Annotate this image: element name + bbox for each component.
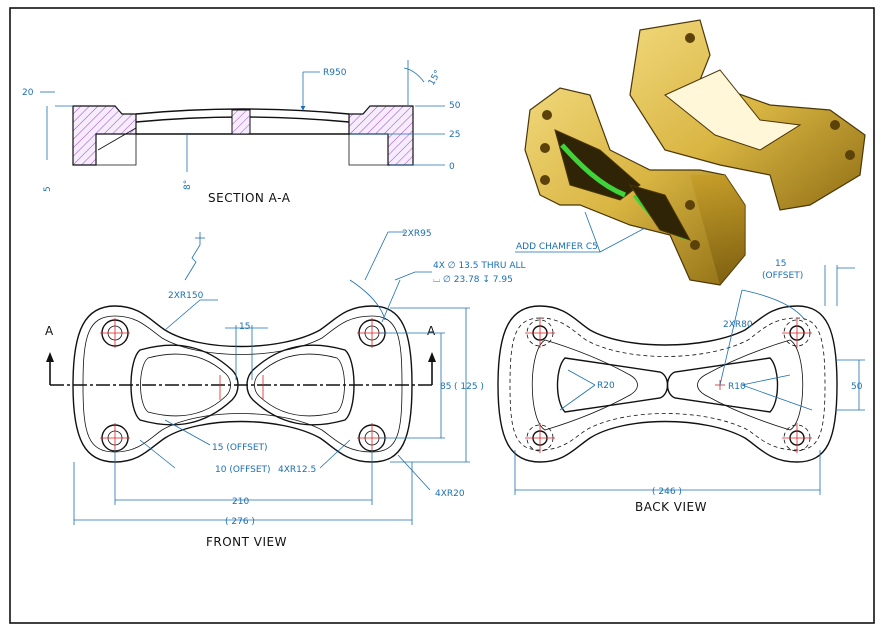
front-hole-tl [100, 318, 130, 348]
dim-hole-callout-a: 4X ∅ 13.5 THRU ALL [433, 261, 526, 271]
dim-r20: R20 [597, 381, 615, 391]
dim-r10: R10 [728, 382, 746, 392]
back-view: 15 (OFFSET) 2XR80 R20 R10 50 ( 246 ) BAC… [497, 259, 865, 514]
dim-15deg: 15° [427, 69, 444, 88]
dim-back-15: 15 [775, 259, 786, 269]
dim-10-offset: 10 (OFFSET) [215, 465, 271, 475]
dim-85: 85 [440, 382, 451, 392]
dim-276: ( 276 ) [225, 517, 255, 527]
section-view: R950 15° 20 5 8° 50 25 0 SECTION A-A [22, 60, 461, 205]
section-title: SECTION A-A [208, 191, 291, 205]
dim-2xr95: 2XR95 [402, 229, 432, 239]
front-pocket-right [246, 344, 355, 426]
dim-r950: R950 [323, 68, 347, 78]
chamfer-note: ADD CHAMFER C5 [516, 242, 598, 252]
front-view: A A 2XR150 2XR95 4X ∅ 13.5 THRU AL [45, 229, 526, 549]
front-hole-bl [100, 423, 130, 453]
dim-2xr150: 2XR150 [168, 291, 204, 301]
dim-15-web: 15 [239, 322, 250, 332]
dim-5: 5 [43, 186, 53, 192]
dim-0: 0 [449, 162, 455, 172]
back-hole-bl [525, 423, 555, 453]
dim-50: 50 [449, 101, 461, 111]
back-outline [497, 305, 838, 463]
cut-label-right: A [427, 324, 436, 338]
section-hatch-left [72, 105, 137, 166]
dim-hole-callout-b: ⌴ ∅ 23.78 ↧ 7.95 [433, 275, 513, 285]
chamfer-highlight-left [560, 143, 626, 198]
front-pocket-left [130, 344, 239, 426]
dim-2xr80: 2XR80 [723, 320, 753, 330]
dim-210: 210 [232, 497, 249, 507]
dim-4xr20: 4XR20 [435, 489, 465, 499]
dim-15-offset: 15 (OFFSET) [212, 443, 268, 453]
dim-4xr12: 4XR12.5 [278, 465, 316, 475]
iso-render-front: ADD CHAMFER C5 [515, 87, 746, 286]
back-hole-tr [782, 318, 812, 348]
iso-render-back [629, 19, 866, 211]
dim-8deg: 8° [183, 180, 193, 190]
dim-20: 20 [22, 88, 34, 98]
cut-label-left: A [45, 324, 54, 338]
back-title: BACK VIEW [635, 500, 707, 514]
dim-125: ( 125 ) [454, 382, 484, 392]
dim-back-50: 50 [851, 382, 863, 392]
front-title: FRONT VIEW [206, 535, 287, 549]
dim-25: 25 [449, 130, 460, 140]
back-hole-tl [525, 318, 555, 348]
sheet-border [9, 7, 875, 624]
section-hatch-right [348, 105, 414, 166]
back-hole-br [782, 423, 812, 453]
dim-246: ( 246 ) [652, 487, 682, 497]
dim-back-offset: (OFFSET) [762, 271, 803, 281]
